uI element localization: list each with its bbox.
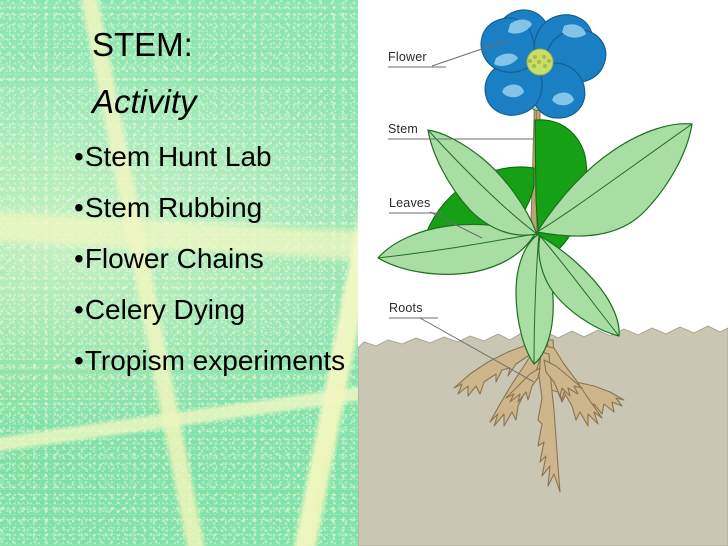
- list-item-label: Tropism experiments: [84, 345, 346, 376]
- bullet-marker-icon: •: [74, 345, 84, 376]
- diagram-label-stem: Stem: [388, 122, 418, 136]
- list-item: •Flower Chains: [74, 245, 264, 273]
- bullet-marker-icon: •: [74, 294, 84, 325]
- text-column: STEM: Activity •Stem Hunt Lab •Stem Rubb…: [74, 26, 345, 375]
- roots-leader-line: [419, 317, 535, 383]
- bullet-marker-icon: •: [74, 141, 84, 172]
- slide-title-activity: Activity: [92, 83, 197, 120]
- list-item: •Celery Dying: [74, 296, 245, 324]
- plant-illustration: [358, 9, 728, 546]
- flower-leader-line: [431, 39, 509, 67]
- plant-diagram-panel: Flower Stem Leaves Roots: [358, 0, 728, 546]
- bullet-marker-icon: •: [74, 243, 84, 274]
- roots-group: [453, 339, 625, 493]
- leaves-leader-line: [429, 211, 483, 239]
- list-item-label: Flower Chains: [84, 243, 264, 274]
- diagram-label-flower: Flower: [388, 50, 427, 64]
- front-leaves-group: [377, 123, 693, 365]
- diagram-label-roots: Roots: [389, 301, 423, 315]
- flower-group: [480, 9, 607, 119]
- bullet-marker-icon: •: [74, 192, 84, 223]
- list-item-label: Stem Hunt Lab: [84, 141, 272, 172]
- label-leader-lines: [388, 39, 535, 383]
- list-item: •Tropism experiments: [74, 347, 345, 375]
- list-item: •Stem Hunt Lab: [74, 143, 272, 171]
- slide-title-stem: STEM:: [92, 26, 193, 63]
- list-item: •Stem Rubbing: [74, 194, 262, 222]
- list-item-label: Celery Dying: [84, 294, 246, 325]
- list-item-label: Stem Rubbing: [84, 192, 263, 223]
- diagram-label-leaves: Leaves: [389, 196, 431, 210]
